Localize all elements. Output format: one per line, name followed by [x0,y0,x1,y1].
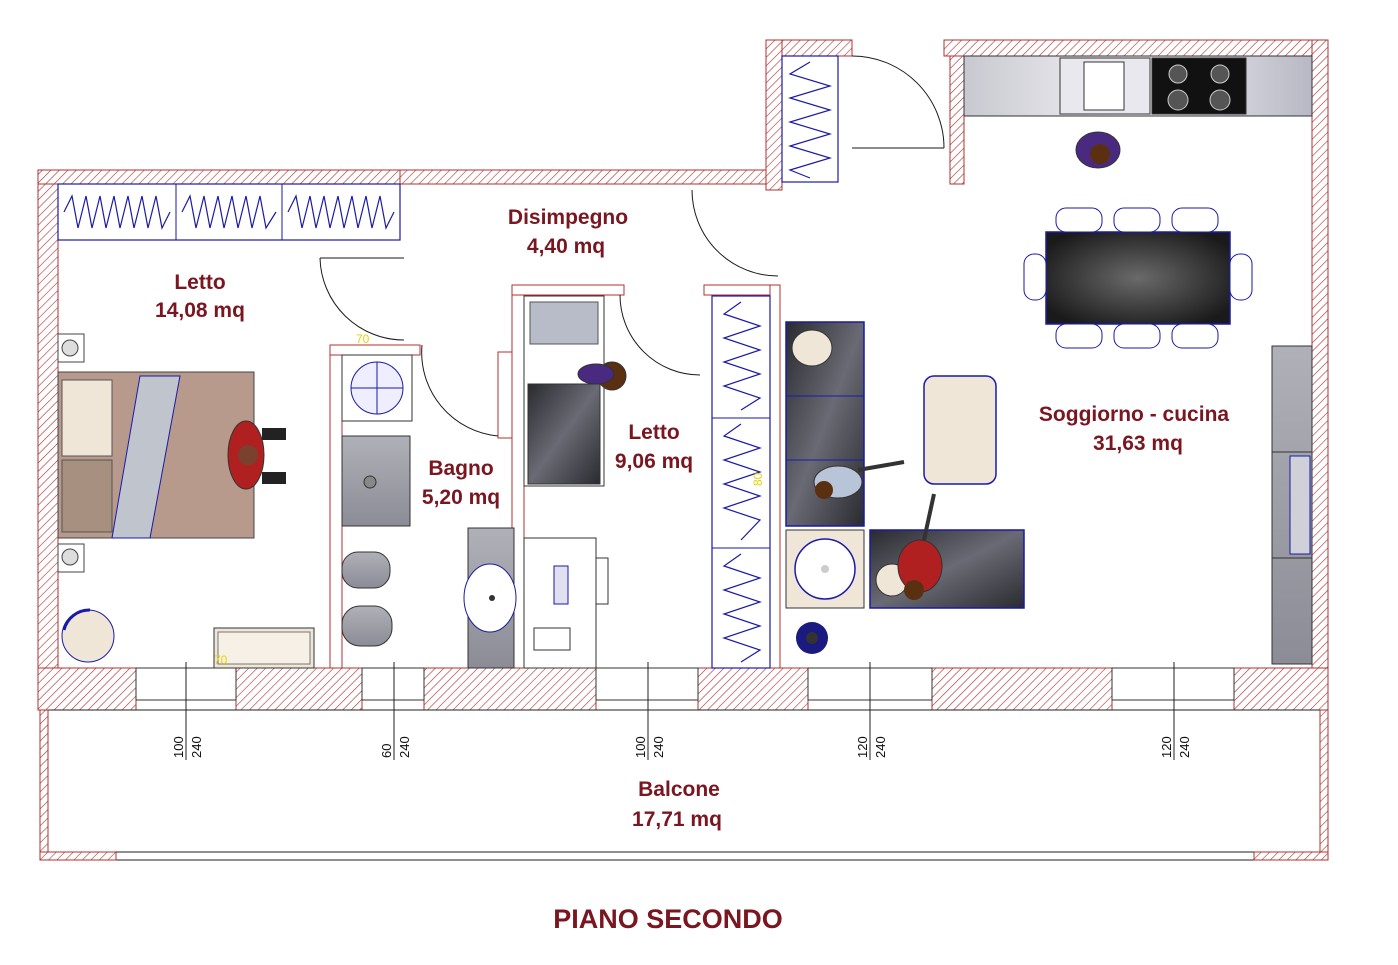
label-bagno-name: Bagno [428,457,493,480]
door-mark-desk: 70 [214,653,228,667]
nightstand-top [57,333,85,363]
doors [319,55,945,437]
label-letto1-name: Letto [174,271,225,294]
bidet [341,551,391,589]
label-balcone-area: 17,71 mq [632,808,722,831]
sofa-horizontal [869,529,1025,609]
window-2-width: 60 [379,744,394,758]
balcony [39,709,1329,861]
toilet [341,605,393,647]
label-letto2-area: 9,06 mq [615,450,693,473]
room-labels: Letto 14,08 mq Disimpegno 4,40 mq Bagno … [155,206,1229,831]
nightstand-bottom [57,543,85,573]
label-balcone-name: Balcone [638,778,720,801]
window-5-width: 120 [1159,736,1174,758]
dining-table [1023,207,1253,349]
window-dimension-lines [185,662,1175,760]
armchair-letto [61,608,115,663]
desk-letto2 [523,537,609,669]
person-figure-kitchen [1075,131,1121,169]
label-letto1-area: 14,08 mq [155,299,245,322]
door-mark-bagno: 70 [356,332,370,346]
person-figure-letto2 [577,361,627,391]
kitchen-counter [963,55,1313,117]
sink-counter [463,527,517,669]
window-1-height: 240 [189,736,204,758]
washing-machine [341,354,413,422]
wardrobe-letto2 [711,295,771,669]
window-4-height: 240 [873,736,888,758]
label-soggiorno-name: Soggiorno - cucina [1039,403,1229,426]
window-dimensions: 100 240 60 240 100 240 120 240 120 240 [171,736,1192,758]
shower-tray [341,435,411,527]
plant [796,622,828,654]
single-bed [523,295,605,487]
window-3-width: 100 [633,736,648,758]
floor-title: PIANO SECONDO [553,904,783,934]
label-bagno-area: 5,20 mq [422,486,500,509]
window-3-height: 240 [651,736,666,758]
label-soggiorno-area: 31,63 mq [1093,432,1183,455]
window-2-height: 240 [397,736,412,758]
tall-cabinets [1271,345,1313,665]
coffee-table [923,375,997,485]
window-5-height: 240 [1177,736,1192,758]
label-disimpegno-name: Disimpegno [508,206,628,229]
door-mark-letto2: 80 [751,472,765,486]
desk-letto [213,627,315,669]
person-figure-bedroom [227,420,286,490]
label-letto2-name: Letto [628,421,679,444]
door-marks: 70 70 80 [214,332,765,667]
side-table-lamp [785,529,865,609]
closet-niche [781,55,839,183]
wardrobe-letto-1 [57,183,401,241]
window-1-width: 100 [171,736,186,758]
person-figure-sofa-2 [897,493,943,600]
label-disimpegno-area: 4,40 mq [527,235,605,258]
double-bed [57,371,255,539]
person-figure-sofa [813,460,905,499]
window-4-width: 120 [855,736,870,758]
